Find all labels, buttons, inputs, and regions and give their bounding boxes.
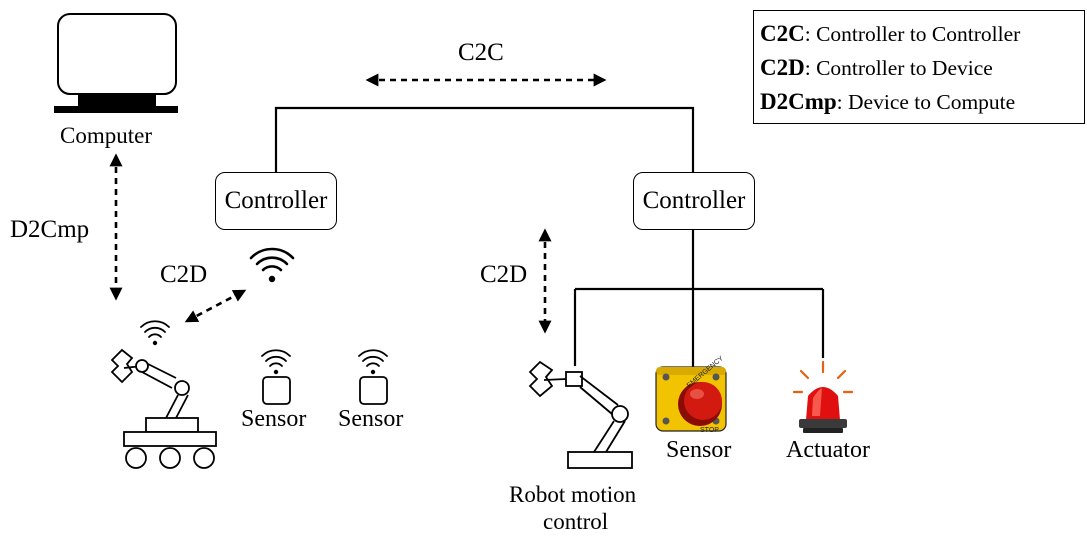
controller-left-box: Controller <box>215 172 337 230</box>
legend-abbr: D2Cmp <box>760 89 837 114</box>
computer-icon <box>54 13 178 113</box>
sensor-2-label: Sensor <box>338 406 404 432</box>
legend-box: C2C: Controller to Controller C2D: Contr… <box>753 10 1085 124</box>
sensor-1-icon <box>261 349 291 405</box>
legend-row-c2d: C2D: Controller to Device <box>760 51 1084 85</box>
legend-row-d2cmp: D2Cmp: Device to Compute <box>760 85 1084 119</box>
robot-arm-icon <box>528 360 633 469</box>
robot-label-line1: Robot motion <box>509 482 637 507</box>
mobile-robot-icon <box>110 320 217 469</box>
sensor-1-label: Sensor <box>241 406 307 432</box>
legend-desc: : Controller to Device <box>804 56 993 80</box>
emergency-stop-icon: EMERGENCY STOP <box>655 355 727 434</box>
d2cmp-label: D2Cmp <box>10 216 90 243</box>
wireless-icon <box>249 247 295 283</box>
legend-desc: : Controller to Controller <box>804 22 1021 46</box>
legend-abbr: C2C <box>760 21 805 46</box>
c2d-right-label: C2D <box>480 261 528 288</box>
controller-left-label: Controller <box>224 187 328 214</box>
actuator-label: Actuator <box>786 437 870 463</box>
emergency-bottom-text: STOP <box>700 427 719 434</box>
c2d-left-arrow <box>184 289 247 323</box>
robot-label-line2: control <box>543 509 609 534</box>
controller-link-line <box>274 106 695 172</box>
legend-desc: : Device to Compute <box>836 90 1016 114</box>
controller-right-box: Controller <box>633 172 755 230</box>
alarm-beacon-icon <box>792 360 854 433</box>
sensor-2-icon <box>358 349 388 405</box>
computer-label: Computer <box>60 123 152 148</box>
c2d-left-label: C2D <box>160 261 208 288</box>
c2c-label: C2C <box>458 39 504 66</box>
legend-row-c2c: C2C: Controller to Controller <box>760 17 1084 51</box>
device-bus-lines <box>573 230 825 368</box>
legend-abbr: C2D <box>760 55 805 80</box>
controller-right-label: Controller <box>642 187 746 214</box>
sensor-3-label: Sensor <box>666 437 732 463</box>
